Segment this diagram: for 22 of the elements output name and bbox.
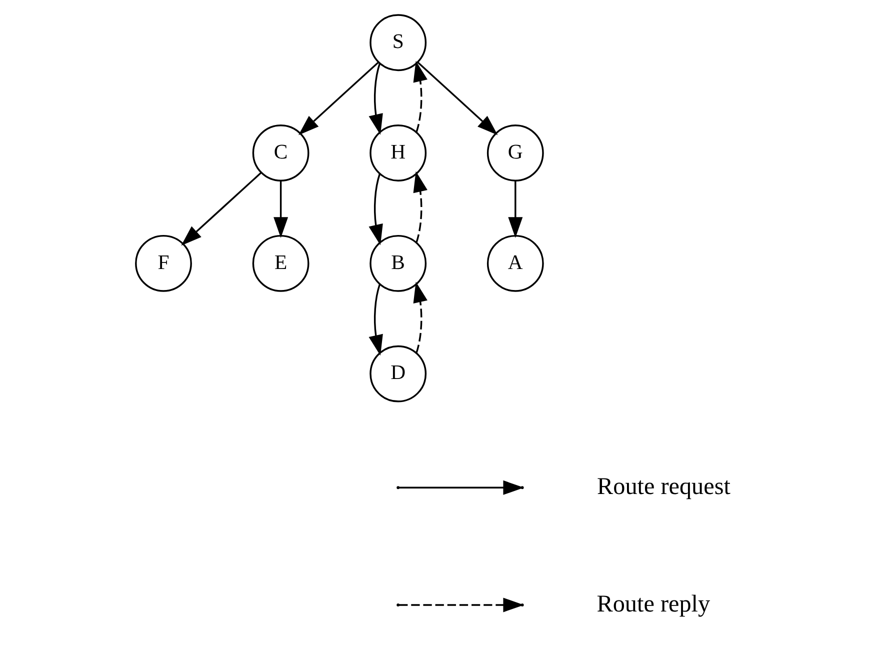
arrow: [368, 174, 383, 246]
legend-label: Route reply: [596, 590, 710, 618]
node-circle: S: [370, 14, 427, 72]
node-circle: H: [370, 124, 427, 182]
node-circle: E: [252, 234, 310, 292]
node-circle: G: [486, 124, 544, 182]
node-circle: B: [370, 234, 427, 292]
node-circle: A: [486, 234, 544, 292]
arrow: [181, 172, 262, 246]
arrow: [368, 284, 383, 356]
arrow: [413, 60, 428, 133]
arrow: [413, 282, 428, 354]
node-circle: C: [252, 124, 310, 182]
arrow: [368, 63, 383, 135]
arrow: [413, 171, 428, 243]
arrow: [298, 62, 379, 136]
legend-label: Route request: [597, 473, 730, 500]
node-circle: D: [370, 345, 427, 402]
arrow: [417, 62, 498, 136]
node-circle: F: [135, 234, 192, 292]
arrow: [508, 180, 523, 238]
arrow: [274, 180, 288, 238]
